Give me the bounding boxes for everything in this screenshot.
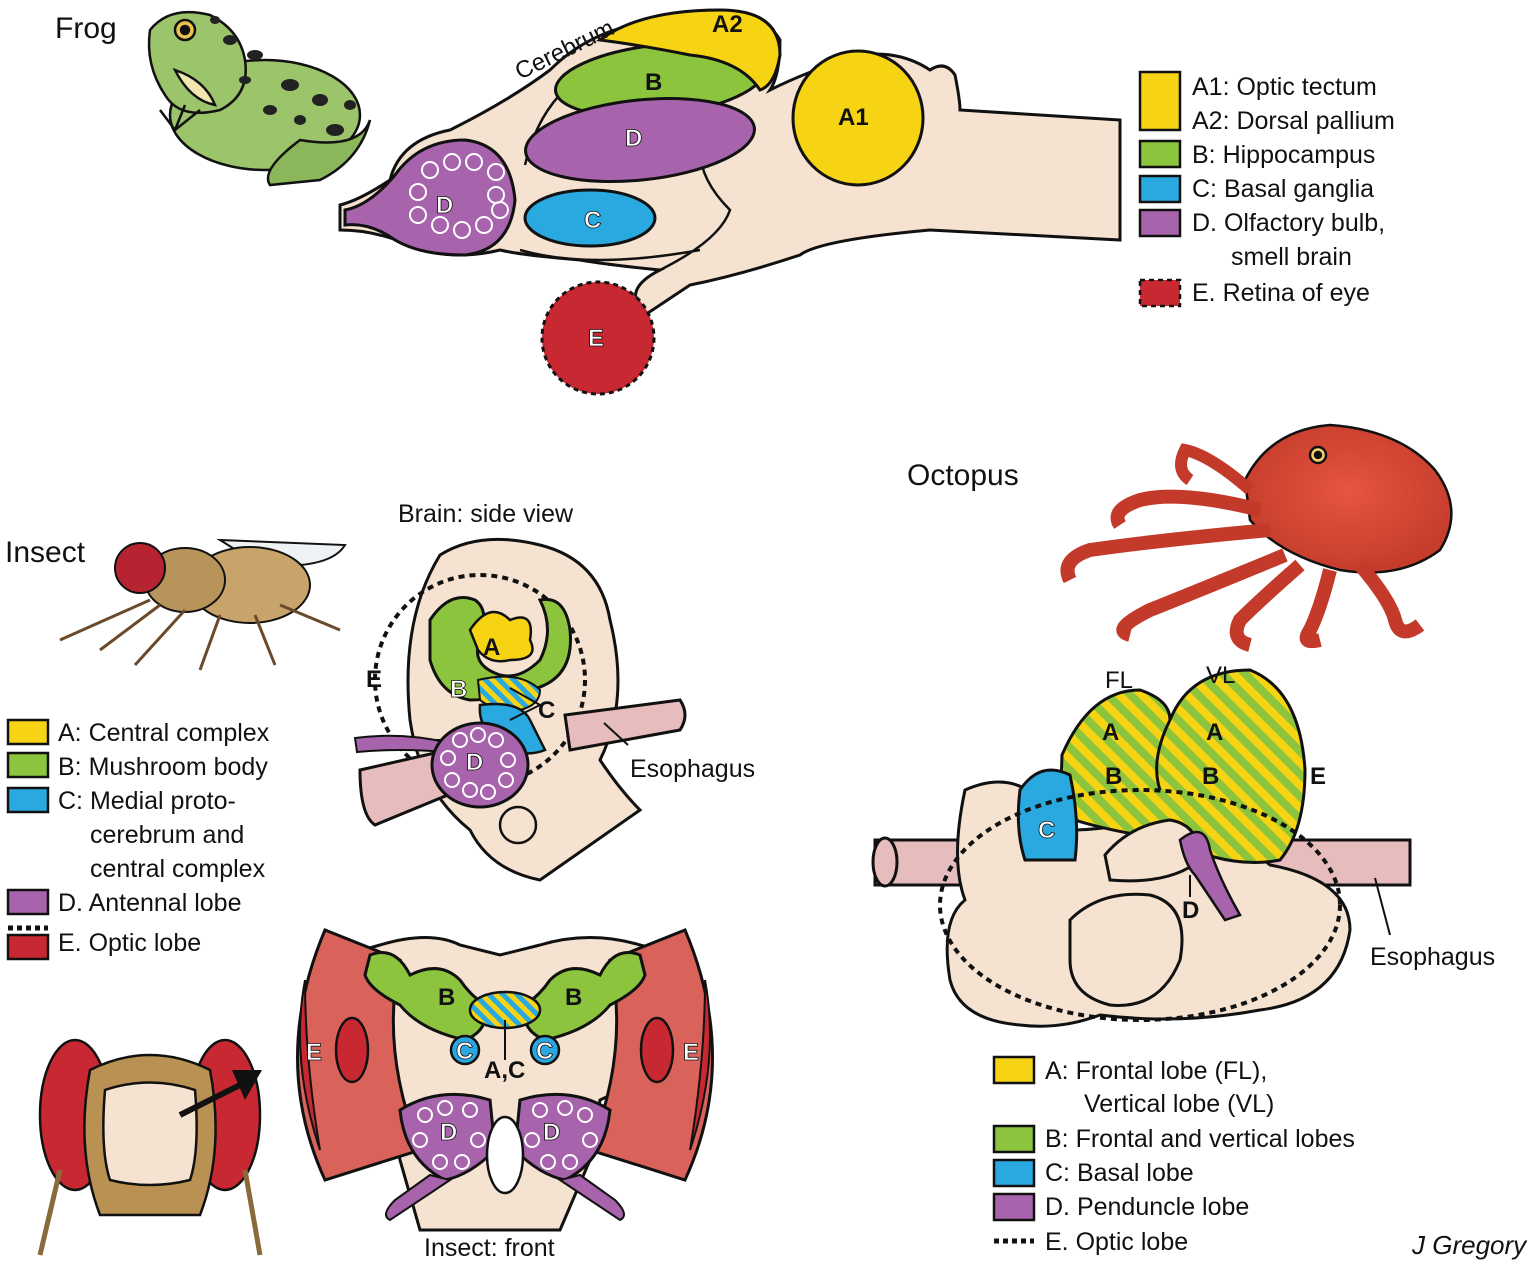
frog-legend-d-cont: smell brain <box>1231 243 1352 271</box>
frog-legend-a2: A2: Dorsal pallium <box>1192 107 1395 135</box>
octopus-basal-lobe <box>1016 768 1079 862</box>
octopus-illustration <box>1060 423 1453 652</box>
octopus-label-b-fl: B <box>1105 763 1122 790</box>
signature: J Gregory <box>1411 1230 1528 1260</box>
insect-side-optic-lobe <box>373 573 587 787</box>
frog-legend-c: C: Basal ganglia <box>1192 175 1374 203</box>
insect-front-label-b-left: B <box>438 984 455 1011</box>
insect-legend-d: D. Antennal lobe <box>58 889 241 917</box>
insect-side-esophagus-tube <box>563 698 687 752</box>
frog-region-e <box>540 280 656 396</box>
insect-front-label-d-right: D <box>543 1119 560 1146</box>
fly-illustration <box>59 538 347 671</box>
frog-legend-e: E. Retina of eye <box>1192 279 1370 307</box>
octopus-fl-label: FL <box>1105 667 1133 694</box>
frog-label-a1: A1 <box>838 104 869 131</box>
frog-label-b: B <box>645 69 662 96</box>
octopus-optic-lobe <box>938 788 1342 1022</box>
insect-legend-e: E. Optic lobe <box>58 929 201 957</box>
octopus-label-a-vl: A <box>1206 719 1223 746</box>
octopus-panel: Octopus FL VL A B A B C <box>871 423 1495 1256</box>
frog-olfactory-bulb <box>343 138 517 257</box>
insect-side-label-b: B <box>450 676 467 703</box>
octopus-label-d: D <box>1182 897 1199 924</box>
octopus-esophagus-label: Esophagus <box>1370 943 1495 971</box>
frog-panel: Frog D <box>55 8 1395 396</box>
insect-front-label-b-right: B <box>565 984 582 1011</box>
insect-front-label-e-left: E <box>306 1039 322 1066</box>
frog-label-d: D <box>625 125 642 152</box>
frog-legend-d: D. Olfactory bulb, <box>1192 209 1385 237</box>
octopus-label-c: C <box>1038 817 1055 844</box>
insect-legend: A: Central complex B: Mushroom body C: M… <box>6 718 270 961</box>
insect-panel: Insect A: Central complex B: Mushroom bo… <box>5 500 755 1262</box>
frog-region-c <box>523 188 657 248</box>
octopus-legend-e: E. Optic lobe <box>1045 1228 1188 1256</box>
frog-region-d <box>524 96 756 184</box>
insect-side-label-d: D <box>466 749 483 776</box>
frog-legend-a1: A1: Optic tectum <box>1192 73 1377 101</box>
insect-front-label-ac: A,C <box>484 1057 525 1084</box>
octopus-legend-a: A: Frontal lobe (FL), <box>1045 1057 1267 1085</box>
insect-front-label-e-right: E <box>683 1039 699 1066</box>
insect-front-label-d-left: D <box>440 1119 457 1146</box>
insect-front-label-c-left: C <box>456 1038 473 1065</box>
insect-side-label-a: A <box>483 634 500 661</box>
frog-illustration <box>147 10 372 187</box>
frog-legend: A1: Optic tectum A2: Dorsal pallium B: H… <box>1138 70 1395 308</box>
insect-head-illustration <box>37 1038 263 1256</box>
frog-label-a2: A2 <box>712 11 743 38</box>
insect-side-central-complex <box>468 610 534 663</box>
frog-label-c: C <box>584 207 601 234</box>
insect-esophagus-label: Esophagus <box>630 755 755 783</box>
insect-legend-c-cont2: central complex <box>90 855 266 883</box>
octopus-legend-c: C: Basal lobe <box>1045 1159 1194 1187</box>
frog-region-a1 <box>791 49 925 187</box>
octopus-legend: A: Frontal lobe (FL), Vertical lobe (VL)… <box>992 1055 1355 1256</box>
insect-side-view-title: Brain: side view <box>398 500 574 528</box>
insect-legend-a: A: Central complex <box>58 719 270 747</box>
insect-front-title: Insect: front <box>424 1234 555 1262</box>
frog-label-e: E <box>588 325 604 352</box>
insect-front-label-c-right: C <box>536 1038 553 1065</box>
insect-title: Insect <box>5 536 86 569</box>
octopus-legend-a-cont: Vertical lobe (VL) <box>1084 1090 1274 1118</box>
insect-legend-c: C: Medial proto- <box>58 787 236 815</box>
octopus-label-e: E <box>1310 763 1326 790</box>
frog-region-a2 <box>596 8 782 92</box>
octopus-vl-label: VL <box>1206 662 1235 689</box>
octopus-penduncle-lobe <box>1178 830 1242 922</box>
insect-side-label-c: C <box>538 697 555 724</box>
octopus-label-a-fl: A <box>1102 719 1119 746</box>
frog-legend-b: B: Hippocampus <box>1192 141 1375 169</box>
insect-legend-b: B: Mushroom body <box>58 753 268 781</box>
insect-legend-c-cont1: cerebrum and <box>90 821 244 849</box>
octopus-legend-d: D. Penduncle lobe <box>1045 1193 1249 1221</box>
octopus-title: Octopus <box>907 459 1019 492</box>
frog-title: Frog <box>55 12 117 45</box>
octopus-legend-b: B: Frontal and vertical lobes <box>1045 1125 1355 1153</box>
frog-label-d-bulb: D <box>436 192 453 219</box>
octopus-label-b-vl: B <box>1202 763 1219 790</box>
insect-side-label-e: E <box>366 666 382 693</box>
